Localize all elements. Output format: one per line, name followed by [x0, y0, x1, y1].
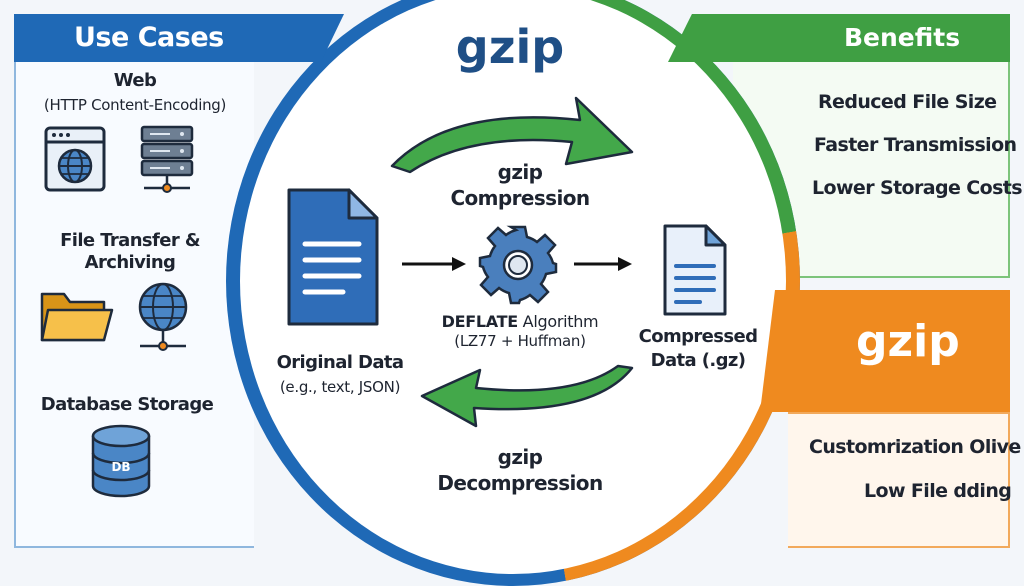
decompression-arrow	[420, 364, 634, 428]
diagram-title: gzip	[455, 20, 565, 74]
file-transfer-title-line1: File Transfer &	[60, 230, 200, 251]
customization-panel	[788, 412, 1010, 548]
use-cases-header-label: Use Cases	[74, 22, 224, 53]
compressed-document-icon	[663, 224, 727, 316]
benefits-header-label: Benefits	[844, 23, 961, 52]
original-document-icon	[287, 188, 379, 326]
benefit-item: Reduced File Size	[818, 91, 997, 113]
network-globe-icon	[138, 282, 188, 351]
compression-arrow	[390, 96, 634, 174]
database-icon: DB	[91, 424, 151, 498]
benefits-header: Benefits	[668, 14, 1010, 62]
decompression-label-line1: gzip	[497, 445, 543, 469]
gzip-orange-header: gzip	[760, 290, 1010, 412]
algorithm-name: DEFLATE	[441, 312, 519, 331]
benefit-item: Faster Transmission	[814, 134, 1017, 156]
algorithm-detail: (LZ77 + Huffman)	[454, 332, 586, 350]
database-storage-title: Database Storage	[40, 394, 214, 415]
use-cases-header: Use Cases	[14, 14, 344, 62]
compressed-label-line1: Compressed	[638, 326, 758, 347]
compressed-label-line2: Data (.gz)	[650, 350, 746, 371]
algorithm-suffix: Algorithm	[517, 312, 599, 331]
compression-label-line2: Compression	[450, 186, 590, 210]
decompression-label-line2: Decompression	[437, 471, 603, 495]
algorithm-label: DEFLATE Algorithm	[420, 312, 620, 331]
web-title: Web	[113, 70, 157, 91]
arrow-right-icon	[574, 257, 632, 271]
folder-icon	[40, 292, 114, 342]
original-data-label: Original Data	[276, 352, 404, 373]
gzip-orange-header-label: gzip	[856, 316, 960, 367]
database-icon-label: DB	[111, 460, 130, 474]
arrow-right-icon	[402, 257, 466, 271]
customization-item: Low File dding	[864, 480, 1012, 502]
file-transfer-title-line2: Archiving	[84, 252, 176, 273]
browser-globe-icon	[44, 126, 106, 192]
compression-label-line1: gzip	[497, 160, 543, 184]
original-data-subtitle: (e.g., text, JSON)	[279, 378, 401, 396]
benefit-item: Lower Storage Costs	[812, 177, 1023, 199]
server-icon	[140, 125, 194, 193]
gzip-diagram: Use Cases Benefits gzip gzip Web (HTTP C…	[14, 0, 1023, 586]
gear-icon	[478, 225, 558, 305]
web-subtitle: (HTTP Content-Encoding)	[43, 96, 227, 114]
customization-item: Customrization Olive	[809, 436, 1021, 458]
